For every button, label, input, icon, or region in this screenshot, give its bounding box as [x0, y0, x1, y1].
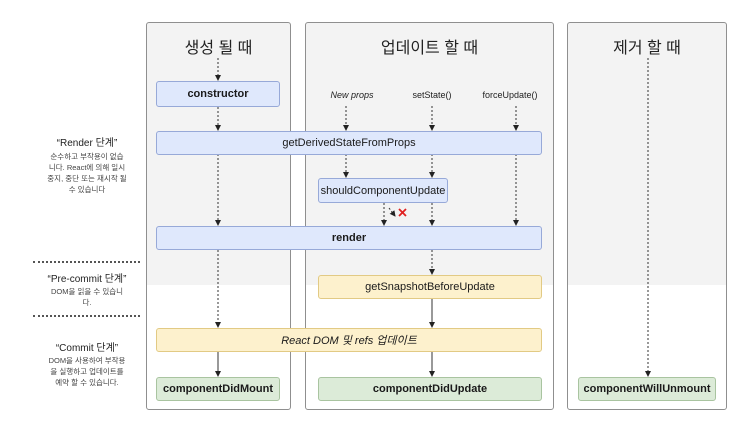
arrow-should-cancel: [388, 207, 396, 217]
component-will-unmount-box: componentWillUnmount: [578, 377, 716, 401]
pre-commit-phase-title: “Pre-commit 단계”: [47, 274, 127, 285]
trigger-new-props: New props: [330, 90, 374, 100]
react-dom-update-box: React DOM 및 refs 업데이트: [156, 328, 542, 352]
component-did-update-box: componentDidUpdate: [318, 377, 542, 401]
render-phase-desc: 순수하고 부작용이 없습 니다. React에 의해 일시 중지, 중단 또는 …: [47, 152, 127, 194]
cancel-x-icon: [398, 208, 407, 217]
trigger-set-state: setState(): [412, 90, 452, 100]
render-box: render: [156, 226, 542, 250]
get-derived-state-box: getDerivedStateFromProps: [156, 131, 542, 155]
column-title-updating: 업데이트 할 때: [380, 40, 479, 57]
commit-phase-desc: DOM을 사용하여 부작용 을 실행하고 업데이트를 예약 할 수 있습니다.: [48, 356, 126, 387]
commit-phase-title: “Commit 단계”: [55, 343, 119, 354]
pre-commit-phase-desc: DOM을 읽을 수 있습니 다.: [50, 287, 124, 307]
trigger-force-update: forceUpdate(): [482, 90, 538, 100]
column-unmounting: 제거 할 때: [567, 22, 727, 410]
component-did-mount-box: componentDidMount: [156, 377, 280, 401]
phase-separator-1: [33, 261, 140, 263]
render-phase-title: “Render 단계”: [56, 138, 118, 149]
constructor-box: constructor: [156, 81, 280, 107]
column-title-mounting: 생성 될 때: [184, 40, 253, 57]
should-component-update-box: shouldComponentUpdate: [318, 178, 448, 203]
column-title-unmounting: 제거 할 때: [613, 40, 681, 57]
phase-separator-2: [33, 315, 140, 317]
get-snapshot-box: getSnapshotBeforeUpdate: [318, 275, 542, 299]
